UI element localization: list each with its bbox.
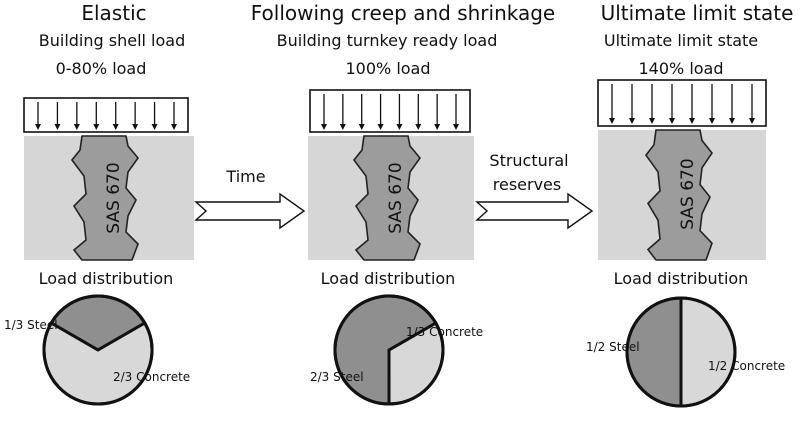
load-bar	[309, 89, 471, 133]
column-label: SAS 670	[104, 162, 124, 233]
pie-outline	[625, 296, 737, 408]
transition-structural-reserves: Structural reserves	[475, 151, 594, 230]
steel-column-profile	[352, 135, 422, 261]
arrow-down-icon	[377, 124, 384, 130]
column-label: SAS 670	[386, 162, 406, 233]
arrow-down-icon	[749, 118, 755, 124]
arrow-down-icon	[112, 124, 119, 130]
arrow-down-icon	[321, 124, 327, 130]
pie-outline	[333, 294, 445, 406]
load-distribution-pie: 1/3 Concrete 2/3 Steel	[310, 294, 483, 406]
arrow-down-icon	[709, 118, 715, 124]
arrow-right-icon	[194, 192, 306, 230]
load-distribution-label: Load distribution	[321, 269, 456, 288]
transition-time: Time	[194, 167, 306, 230]
pie-label-steel: 1/2 Steel	[586, 340, 640, 354]
load-distribution-label: Load distribution	[614, 269, 749, 288]
load-distribution-pie: 1/2 Steel 1/2 Concrete	[586, 296, 785, 408]
transition-label: Time	[225, 167, 265, 186]
load-arrows	[597, 79, 767, 127]
concrete-section: SAS 670	[308, 135, 474, 261]
pie-slice-concrete	[679, 296, 737, 408]
arrow-right-icon	[475, 192, 594, 230]
stage-subtitle: Ultimate limit state	[604, 31, 758, 50]
stage-ultimate-limit-state: Ultimate limit state Ultimate limit stat…	[586, 1, 794, 408]
steel-column-profile	[645, 129, 713, 261]
pie-outline	[42, 294, 154, 406]
pie-label-concrete: 2/3 Concrete	[113, 370, 190, 384]
steel-column-profile	[70, 135, 140, 261]
stage-title: Ultimate limit state	[601, 1, 794, 25]
transition-label-line1: Structural	[489, 151, 568, 170]
load-bar	[597, 79, 767, 127]
load-arrows	[309, 89, 471, 133]
arrow-down-icon	[35, 124, 41, 130]
arrow-down-icon	[689, 118, 695, 124]
arrow-down-icon	[729, 118, 735, 124]
transition-label-line2: reserves	[493, 175, 561, 194]
arrow-down-icon	[73, 124, 80, 130]
arrow-down-icon	[396, 124, 403, 130]
arrow-down-icon	[669, 118, 675, 124]
pie-label-steel: 2/3 Steel	[310, 370, 364, 384]
concrete-section: SAS 670	[24, 135, 194, 261]
arrow-down-icon	[415, 124, 422, 130]
stage-creep-shrinkage: Following creep and shrinkage Building t…	[251, 1, 555, 406]
arrow-down-icon	[171, 124, 177, 130]
stage-subtitle: Building shell load	[39, 31, 185, 50]
stage-title: Elastic	[81, 1, 146, 25]
load-distribution-label: Load distribution	[39, 269, 174, 288]
load-distribution-pie: 1/3 Steel 2/3 Concrete	[4, 294, 190, 406]
arrow-down-icon	[358, 124, 365, 130]
stage-load-percentage: 0-80% load	[56, 59, 147, 78]
stage-load-percentage: 140% load	[638, 59, 723, 78]
pie-label-concrete: 1/3 Concrete	[406, 325, 483, 339]
column-label: SAS 670	[678, 158, 698, 229]
arrow-down-icon	[649, 118, 655, 124]
arrow-down-icon	[629, 118, 635, 124]
stage-load-percentage: 100% load	[345, 59, 430, 78]
stage-title: Following creep and shrinkage	[251, 1, 555, 25]
arrow-down-icon	[93, 124, 100, 130]
stage-elastic: Elastic Building shell load 0-80% load S…	[4, 1, 194, 406]
pie-label-concrete: 1/2 Concrete	[708, 359, 785, 373]
arrow-down-icon	[151, 124, 158, 130]
load-arrows	[23, 97, 189, 133]
arrow-down-icon	[453, 124, 459, 130]
arrow-down-icon	[434, 124, 441, 130]
arrow-down-icon	[54, 124, 61, 130]
arrow-down-icon	[132, 124, 139, 130]
stage-subtitle: Building turnkey ready load	[277, 31, 498, 50]
arrow-down-icon	[339, 124, 346, 130]
arrow-down-icon	[609, 118, 615, 124]
concrete-section: SAS 670	[598, 129, 766, 261]
load-bar	[23, 97, 189, 133]
pie-label-steel: 1/3 Steel	[4, 318, 58, 332]
